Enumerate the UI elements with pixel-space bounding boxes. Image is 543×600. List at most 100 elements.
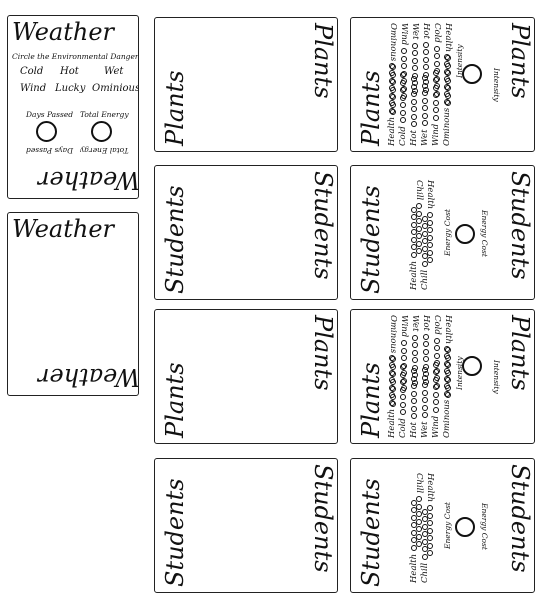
energy-cost-label-flipped: Energy Cost bbox=[443, 209, 452, 256]
ominous-label: Ominous bbox=[388, 315, 398, 354]
plants-front-title-top: Plants bbox=[506, 23, 534, 99]
wind-label-flipped: Wind bbox=[431, 415, 441, 438]
wind-track-flipped: Wind bbox=[431, 361, 441, 438]
weather-card-title-flipped: Weather bbox=[38, 166, 139, 194]
hot-label-flipped: Hot bbox=[409, 422, 419, 438]
health-label: Health bbox=[425, 180, 435, 210]
plants-back-title-bottom: Plants bbox=[161, 70, 189, 146]
cold-track-flipped: Cold bbox=[398, 364, 408, 438]
energy-cost-label-flipped: Energy Cost bbox=[443, 502, 452, 549]
ominous-track-flipped: Ominous bbox=[442, 345, 452, 438]
wind-label: Wind bbox=[399, 23, 409, 46]
ominous-label: Ominous bbox=[388, 23, 398, 62]
plants-front-card-2: Plants Plants Intensity Intensity Health… bbox=[350, 309, 535, 444]
danger-option-ominious: Ominious bbox=[92, 83, 139, 94]
weather-back-title: Weather bbox=[12, 215, 114, 243]
days-passed-circle bbox=[36, 121, 57, 142]
students-back-title-bottom: Students bbox=[161, 185, 189, 294]
plants-front-title-bottom: Plants bbox=[357, 70, 385, 146]
students-back-title-top: Students bbox=[309, 171, 337, 280]
hot-track-flipped: Hot bbox=[409, 368, 419, 438]
wet-label-flipped: Wet bbox=[420, 421, 430, 439]
health-label-flipped: Health bbox=[409, 553, 419, 583]
health-label: Health bbox=[425, 473, 435, 503]
hot-track-flipped: Hot bbox=[409, 76, 419, 146]
plants-back-card: Plants Plants bbox=[154, 17, 338, 152]
health-track-flipped: Health bbox=[409, 499, 419, 583]
health-track-flipped: Health bbox=[387, 62, 397, 146]
wind-label: Wind bbox=[399, 315, 409, 338]
weather-card: Weather Circle the Environmental Danger:… bbox=[7, 15, 139, 199]
cold-label: Cold bbox=[432, 23, 442, 43]
plants-back-title-top: Plants bbox=[309, 23, 337, 99]
hot-label: Hot bbox=[421, 23, 431, 39]
health-label: Health bbox=[443, 23, 453, 53]
total-energy-label-flipped: Total Energy bbox=[80, 146, 129, 155]
plants-back-card-2: Plants Plants bbox=[154, 309, 338, 444]
plants-back-title-bottom: Plants bbox=[161, 362, 189, 438]
chill-label: Chill bbox=[414, 473, 424, 494]
wind-label-flipped: Wind bbox=[431, 123, 441, 146]
plants-front-title-bottom: Plants bbox=[357, 362, 385, 438]
students-back-card: Students Students bbox=[154, 165, 338, 300]
students-front-title-bottom: Students bbox=[357, 185, 385, 294]
hot-label-flipped: Hot bbox=[409, 130, 419, 146]
students-front-title-bottom: Students bbox=[357, 478, 385, 587]
energy-cost-circle bbox=[455, 517, 475, 537]
health-track-flipped: Health bbox=[409, 206, 419, 290]
chill-label-flipped: Chill bbox=[420, 269, 430, 290]
health-label-flipped: Health bbox=[387, 116, 397, 146]
wet-track-flipped: Wet bbox=[420, 367, 430, 439]
students-back-card-2: Students Students bbox=[154, 458, 338, 593]
ominous-track-flipped: Ominous bbox=[442, 53, 452, 146]
students-front-card-2: Students Students Energy Cost Energy Cos… bbox=[350, 458, 535, 593]
health-label: Health bbox=[443, 315, 453, 345]
chill-track-flipped: Chill bbox=[420, 508, 430, 583]
energy-cost-label: Energy Cost bbox=[480, 210, 489, 257]
days-passed-label-flipped: Days Passed bbox=[26, 146, 74, 155]
cold-label: Cold bbox=[432, 315, 442, 335]
health-label-flipped: Health bbox=[409, 260, 419, 290]
wet-label-flipped: Wet bbox=[420, 129, 430, 147]
students-front-title-top: Students bbox=[506, 171, 534, 280]
danger-option-hot: Hot bbox=[60, 66, 79, 77]
students-back-title-bottom: Students bbox=[161, 478, 189, 587]
students-front-card: Students Students Energy Cost Energy Cos… bbox=[350, 165, 535, 300]
energy-cost-circle bbox=[455, 224, 475, 244]
wet-track-flipped: Wet bbox=[420, 75, 430, 147]
cold-track-flipped: Cold bbox=[398, 72, 408, 146]
weather-back-title-flipped: Weather bbox=[38, 363, 139, 391]
total-energy-circle bbox=[91, 121, 112, 142]
danger-option-cold: Cold bbox=[20, 66, 44, 77]
health-track-flipped: Health bbox=[387, 354, 397, 438]
days-passed-label: Days Passed bbox=[26, 110, 74, 119]
wet-label: Wet bbox=[410, 23, 420, 40]
danger-instruction: Circle the Environmental Danger: bbox=[12, 52, 139, 61]
intensity-label-flipped: Intensity bbox=[455, 356, 464, 390]
total-energy-label: Total Energy bbox=[80, 110, 129, 119]
chill-label-flipped: Chill bbox=[420, 562, 430, 583]
weather-card-title: Weather bbox=[12, 18, 114, 46]
cold-label-flipped: Cold bbox=[398, 126, 408, 146]
students-front-title-top: Students bbox=[506, 464, 534, 573]
danger-option-lucky: Lucky bbox=[55, 83, 86, 94]
energy-cost-label: Energy Cost bbox=[480, 503, 489, 550]
plants-front-title-top: Plants bbox=[506, 315, 534, 391]
danger-option-wind: Wind bbox=[20, 83, 47, 94]
weather-back-card: Weather Weather bbox=[7, 212, 139, 396]
ominous-label-flipped: Ominous bbox=[442, 399, 452, 438]
chill-track-flipped: Chill bbox=[420, 215, 430, 290]
health-label-flipped: Health bbox=[387, 408, 397, 438]
hot-label: Hot bbox=[421, 315, 431, 331]
intensity-label-flipped: Intensity bbox=[455, 44, 464, 78]
intensity-label: Intensity bbox=[492, 68, 501, 102]
intensity-circle bbox=[462, 356, 482, 376]
plants-front-card: Plants Plants Intensity Intensity Health… bbox=[350, 17, 535, 152]
plants-back-title-top: Plants bbox=[309, 315, 337, 391]
intensity-circle bbox=[462, 64, 482, 84]
wind-track-flipped: Wind bbox=[431, 69, 441, 146]
wet-label: Wet bbox=[410, 315, 420, 332]
students-back-title-top: Students bbox=[309, 464, 337, 573]
danger-option-wet: Wet bbox=[104, 66, 124, 77]
cold-label-flipped: Cold bbox=[398, 418, 408, 438]
